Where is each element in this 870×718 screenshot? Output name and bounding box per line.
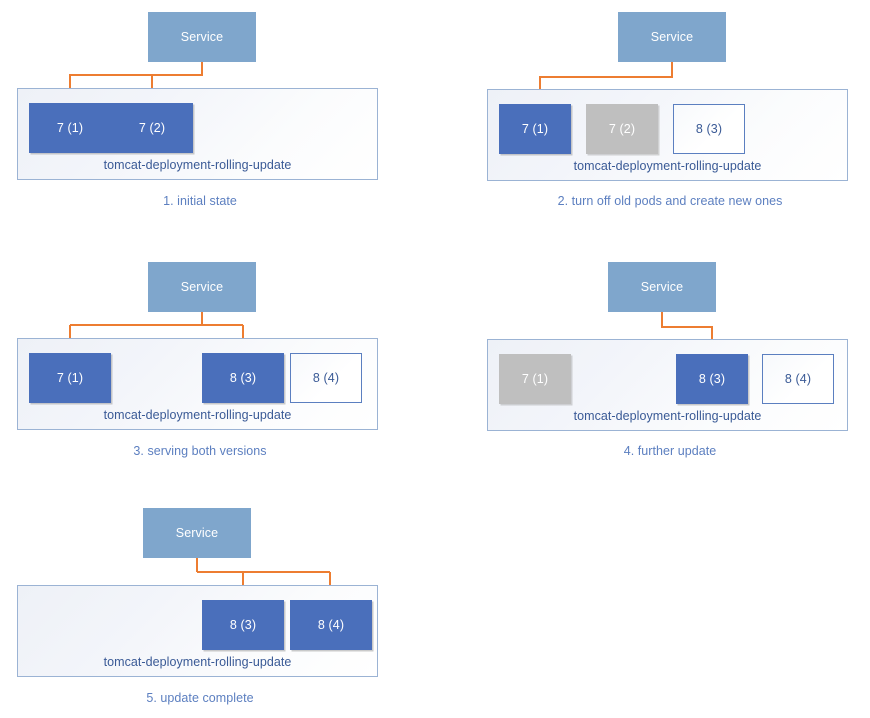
- pod-8-3: 8 (3): [676, 354, 748, 404]
- service-box: Service: [608, 262, 716, 312]
- pod-label: 8 (3): [695, 122, 723, 136]
- pod-7-1: 7 (1): [499, 354, 571, 404]
- service-box: Service: [148, 262, 256, 312]
- deployment-name-label: tomcat-deployment-rolling-update: [103, 408, 292, 422]
- pod-7-2: 7 (2): [111, 103, 193, 153]
- pod-8-3: 8 (3): [202, 353, 284, 403]
- pod-label: 7 (1): [521, 372, 549, 386]
- pod-8-4: 8 (4): [290, 600, 372, 650]
- pod-7-2: 7 (2): [586, 104, 658, 154]
- service-label: Service: [180, 30, 224, 44]
- pod-7-1: 7 (1): [29, 353, 111, 403]
- pod-label: 7 (1): [521, 122, 549, 136]
- service-label: Service: [175, 526, 219, 540]
- pod-7-1: 7 (1): [29, 103, 111, 153]
- pod-label: 8 (3): [698, 372, 726, 386]
- pod-label: 8 (4): [317, 618, 345, 632]
- pod-label: 7 (1): [56, 121, 84, 135]
- pod-label: 8 (3): [229, 618, 257, 632]
- pod-8-3: 8 (3): [673, 104, 745, 154]
- panel-caption: 1. initial state: [163, 194, 237, 208]
- pod-label: 8 (3): [229, 371, 257, 385]
- deployment-name-label: tomcat-deployment-rolling-update: [103, 158, 292, 172]
- pod-label: 7 (2): [608, 122, 636, 136]
- service-label: Service: [650, 30, 694, 44]
- pod-label: 8 (4): [784, 372, 812, 386]
- pod-8-4: 8 (4): [290, 353, 362, 403]
- panel-caption: 5. update complete: [146, 691, 254, 705]
- pod-8-4: 8 (4): [762, 354, 834, 404]
- service-box: Service: [148, 12, 256, 62]
- panel-caption: 2. turn off old pods and create new ones: [557, 194, 783, 208]
- pod-label: 7 (2): [138, 121, 166, 135]
- deployment-name-label: tomcat-deployment-rolling-update: [103, 655, 292, 669]
- panel-caption: 3. serving both versions: [133, 444, 267, 458]
- pod-8-3: 8 (3): [202, 600, 284, 650]
- deployment-name-label: tomcat-deployment-rolling-update: [573, 409, 762, 423]
- service-box: Service: [143, 508, 251, 558]
- pod-label: 8 (4): [312, 371, 340, 385]
- pod-label: 7 (1): [56, 371, 84, 385]
- service-label: Service: [640, 280, 684, 294]
- deployment-name-label: tomcat-deployment-rolling-update: [573, 159, 762, 173]
- service-label: Service: [180, 280, 224, 294]
- service-box: Service: [618, 12, 726, 62]
- panel-caption: 4. further update: [623, 444, 717, 458]
- pod-7-1: 7 (1): [499, 104, 571, 154]
